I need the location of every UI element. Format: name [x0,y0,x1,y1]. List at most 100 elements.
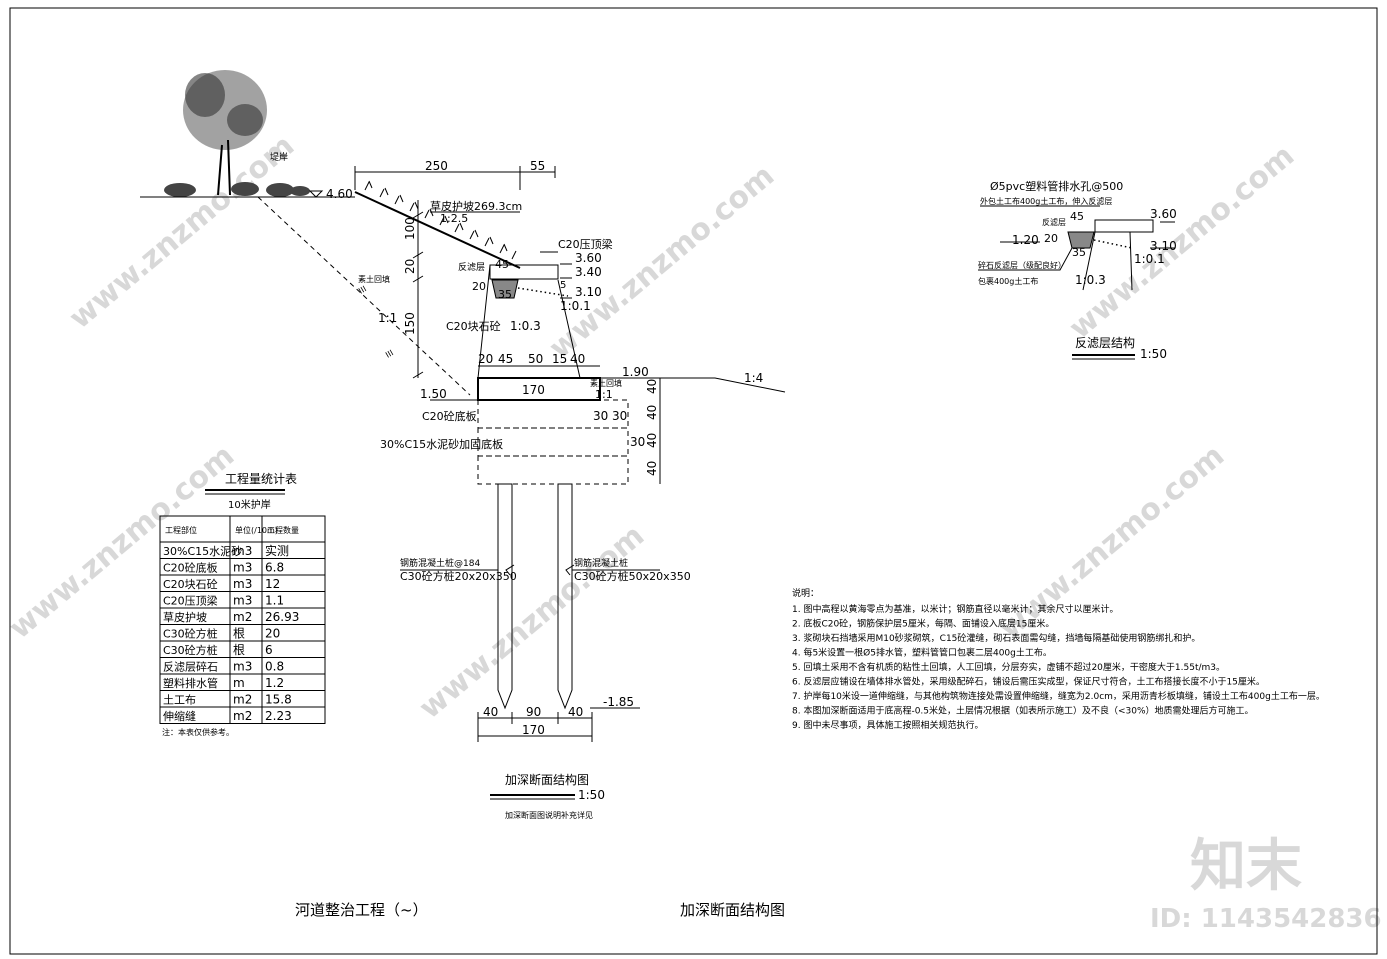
dim-55: 55 [530,159,545,173]
dim-b50: 50 [528,352,543,366]
grass-hatch [364,180,517,260]
ratio-1-0-3: 1:0.3 [510,319,541,333]
table-cell: C20压顶梁 [163,594,218,608]
v40d: 40 [645,461,659,476]
watermark-brand: 知末 [1190,834,1302,899]
note-item: 6. 反滤层应铺设在墙体排水管处，采用级配碎石，铺设后需压实成型，保证尺寸符合，… [792,676,1265,688]
section-scale: 1:50 [578,788,605,802]
ratio-1-4: 1:4 [744,371,763,385]
section-title: 加深断面结构图 [505,772,589,787]
filter-r01: 1:0.1 [1134,252,1165,266]
filter-title: 反滤层结构 [1075,335,1135,350]
svg-text:☰: ☰ [383,349,394,360]
filter-detail-label: 反滤层 [1042,217,1066,227]
notes-block: 说明： 1. 图中高程以黄海零点为基准，以米计；钢筋直径以毫米计；其余尺寸以厘米… [792,587,1325,731]
watermark-site-1: www.znzmo.com [63,128,301,336]
table-title: 工程量统计表 [225,471,297,486]
tree-icon [183,70,267,196]
bank-label: 堤岸 [270,152,288,163]
table-cell: C20砼底板 [163,561,218,575]
table-cell: 12 [265,577,280,591]
drawing-frame [9,7,1378,955]
table-cell: 1.1 [265,594,284,608]
notes-title: 说明： [792,587,819,599]
table-cell: 20 [265,627,280,641]
section-subnote: 加深断面图说明补充详见 [505,810,593,820]
note-item: 7. 护岸每10米设一道伸缩缝，与其他构筑物连接处需设置伸缩缝，缝宽为2.0cm… [792,690,1325,702]
filter-elev-1-20: 1.20 [1012,233,1039,247]
fill-label: 素土回填 [358,274,390,284]
filter-label: 反滤层 [458,261,485,273]
c20-base-label: C20砼底板 [422,409,477,423]
table-cell: m3 [233,660,252,674]
watermark-site-3: www.znzmo.com [1063,138,1301,346]
table-cell: 26.93 [265,610,299,624]
table-cell: 草皮护坡 [163,610,207,624]
filter-d35: 35 [1072,246,1086,259]
note-item: 4. 每5米设置一根Ø5排水管，塑料管管口包裹二层400g土工布。 [792,647,1052,659]
table-cell: 1.2 [265,676,284,690]
table-cell: 15.8 [265,693,292,707]
table-header-cell: 工程数量 [267,525,299,535]
project-title: 河道整治工程（~） [295,901,428,919]
stats-table: 工程量统计表 10米护岸 工程部位单位(/10m)工程数量30%C15水泥砂m3… [159,471,326,737]
svg-text:☰: ☰ [356,285,367,296]
rebar-right-label: 钢筋混凝土桩 [574,557,628,569]
table-cell: m2 [233,709,252,723]
table-note: 注：本表仅供参考。 [162,727,234,737]
table-cell: C30砼方桩 [163,627,218,641]
table-cell: m3 [233,594,252,608]
filter-elev-3-60: 3.60 [1150,207,1177,221]
table-cell: 根 [233,627,245,641]
width-170: 170 [522,383,545,397]
pile-dim-90: 90 [526,705,541,719]
note-item: 3. 浆砌块石挡墙采用M10砂浆砌筑，C15砼灌缝，砌石表面需勾缝，挡墙每隔基础… [792,632,1200,644]
note-item: 8. 本图加深断面适用于底高程-0.5米处，土层情况根据（如表所示施工）及不良（… [792,705,1254,717]
table-cell: 实测 [265,543,289,558]
cement-layer-label: 30%C15水泥砂加固底板 [380,437,503,451]
dim-45: 45 [495,258,509,271]
pile-right-label: C30砼方桩50x20x350 [574,569,691,583]
notes-list: 1. 图中高程以黄海零点为基准，以米计；钢筋直径以毫米计；其余尺寸以厘米计。2.… [792,603,1325,731]
c20-pressure-label: C20压顶梁 [558,237,613,251]
table-cell: 6 [265,643,273,657]
dim-35: 35 [498,288,512,301]
filter-pvc: Ø5pvc塑料管排水孔@500 [990,179,1123,193]
table-cell: 反滤层碎石 [163,660,218,674]
elev-3-40: 3.40 [575,265,602,279]
table-cell: m2 [233,693,252,707]
filter-gravel: 碎石反滤层（级配良好） [978,260,1066,270]
table-cell: 伸缩缝 [163,709,196,723]
v40b: 40 [645,405,659,420]
table-cell: m [233,676,245,690]
watermark-id: ID: 1143542836 [1150,904,1382,934]
pile-dim-40a: 40 [483,705,498,719]
elev-1-90: 1.90 [622,365,649,379]
dim-b45: 45 [498,352,513,366]
elev-4-60: 4.60 [326,187,353,201]
dim-100: 100 [403,217,417,240]
filter-d20: 20 [1044,232,1058,245]
note-item: 2. 底板C20砼，钢筋保护层5厘米，每隔、面铺设入底层15厘米。 [792,618,1054,630]
dim-b20: 20 [478,352,493,366]
slope-grass-label: 草皮护坡269.3cm [430,199,522,213]
filter-r03: 1:0.3 [1075,273,1106,287]
table-subtitle: 10米护岸 [228,498,271,511]
dim-30a: 30 [593,409,608,423]
slope-ratio-2-5: 1:2.5 [440,212,468,225]
table-cell: m3 [233,577,252,591]
table-cell: 根 [233,643,245,657]
dim-150: 150 [403,312,417,335]
c20-stone-label: C20块石砼 [446,320,501,333]
main-section: 堤岸 4.60 1:1 ☰ ☰ 素土回填 250 55 草皮护坡269.3cm … [140,70,786,820]
rebar-left-label: 钢筋混凝土桩@184 [400,557,480,569]
table-cell: m3 [233,561,252,575]
table-cell: 30%C15水泥砂 [163,545,242,558]
soil-back-label: 素土回填 [590,378,622,388]
elev-m1-85: -1.85 [603,695,634,709]
dim-250: 250 [425,159,448,173]
pile-left-label: C30砼方桩20x20x350 [400,569,517,583]
drawing-title: 加深断面结构图 [680,901,785,919]
ratio-1-0-1: 1:0.1 [560,299,591,313]
